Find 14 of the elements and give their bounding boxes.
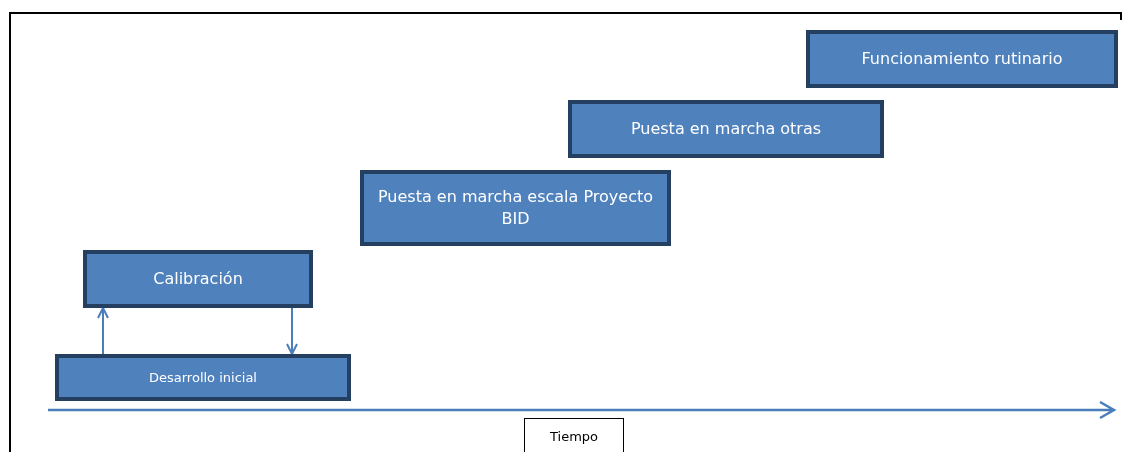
stage-box [55,354,351,401]
stage-label: Calibración [153,268,243,290]
arrow [97,307,109,355]
stage-label: Tiempo [550,429,598,444]
stage-box [568,100,884,158]
stage-box [83,250,313,308]
arrow [286,307,298,355]
stage-label: Puesta en marcha escala Proyecto BID [376,186,654,230]
axis-label-box [524,418,624,452]
stage-box [360,170,671,246]
stage-label: Funcionamiento rutinario [861,48,1063,70]
stage-box [806,30,1118,88]
stage-label: Desarrollo inicial [149,368,257,387]
stage-label: Puesta en marcha otras [630,118,822,140]
